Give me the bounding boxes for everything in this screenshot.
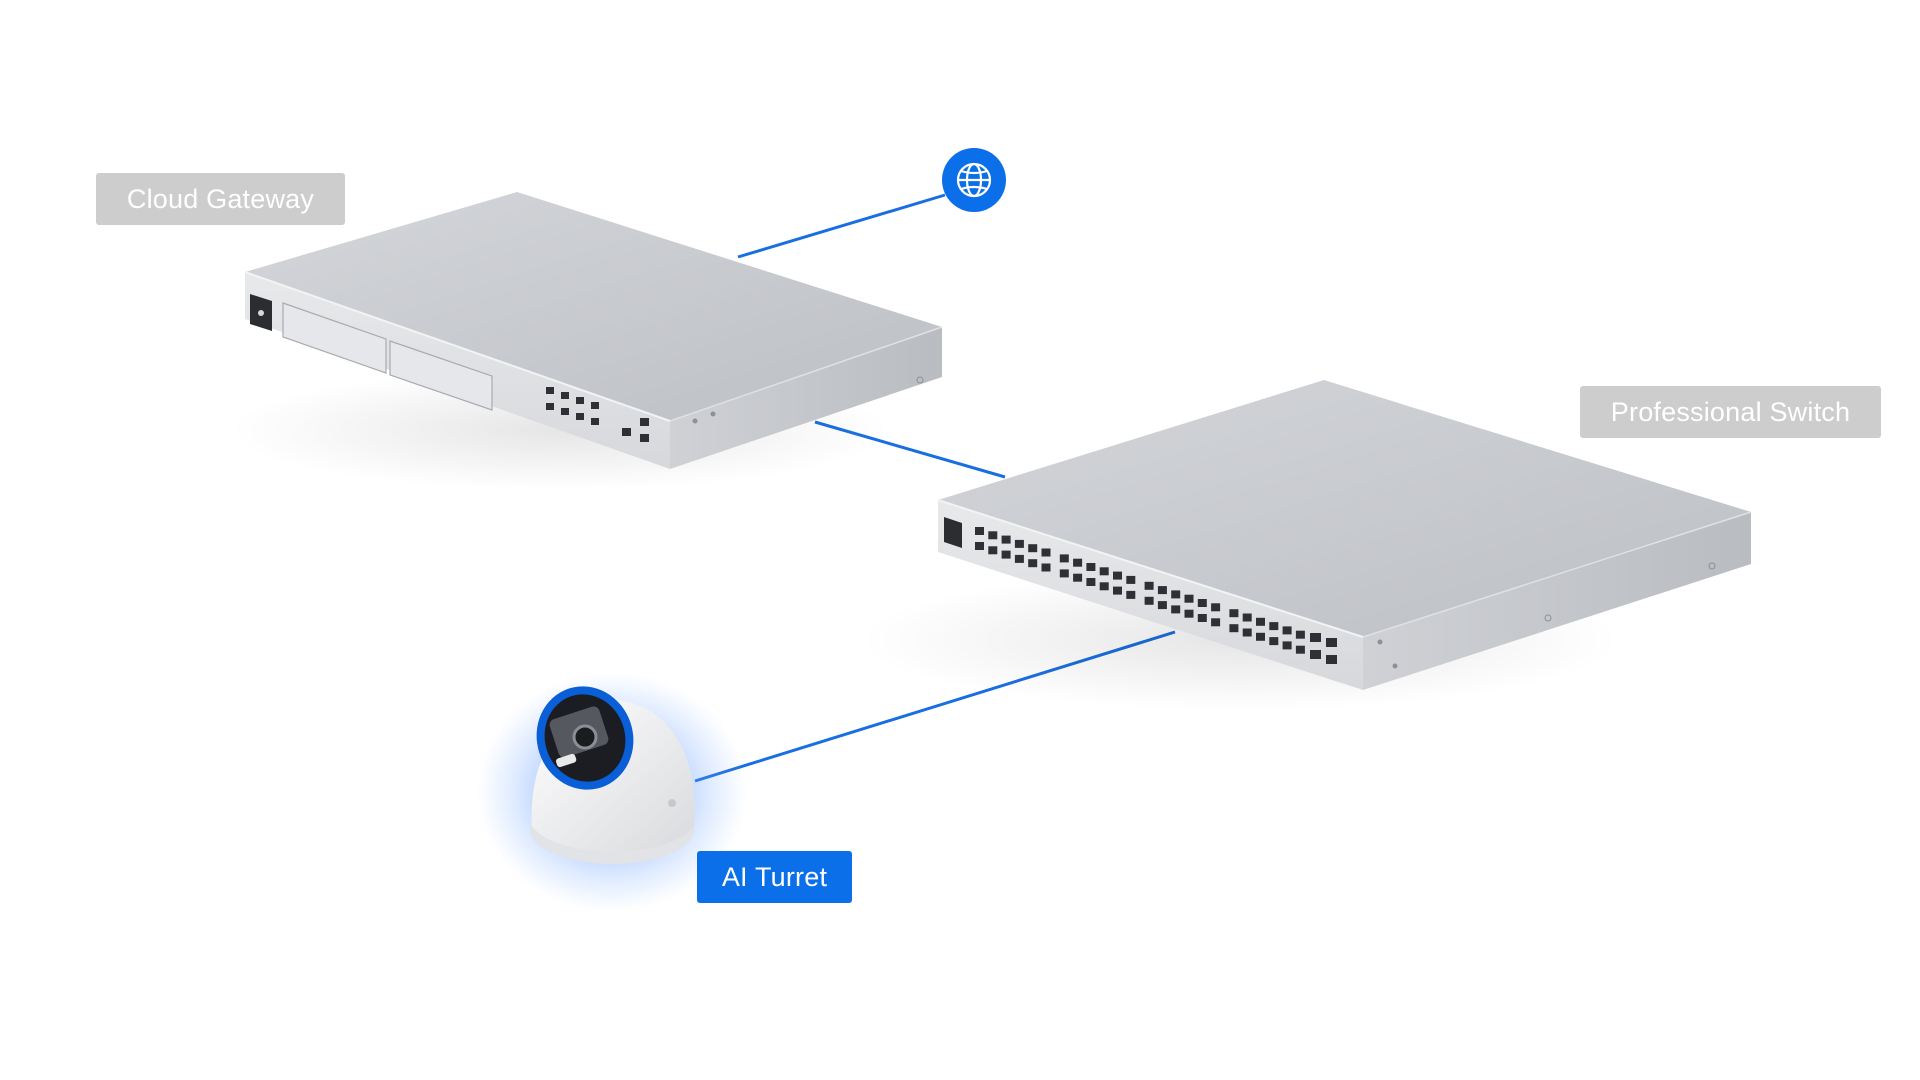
switch-port bbox=[1100, 582, 1109, 590]
switch-port bbox=[1086, 578, 1095, 586]
switch-port bbox=[1243, 629, 1252, 637]
switch-port bbox=[1256, 618, 1265, 626]
switch-port bbox=[1211, 618, 1220, 626]
switch-port bbox=[1060, 569, 1069, 577]
switch-port bbox=[988, 531, 997, 539]
cloud-gateway-label: Cloud Gateway bbox=[96, 173, 345, 225]
switch-port bbox=[1283, 641, 1292, 649]
switch-port bbox=[1158, 586, 1167, 594]
switch-port bbox=[1171, 590, 1180, 598]
switch-port bbox=[1211, 603, 1220, 611]
switch-port bbox=[1042, 549, 1051, 557]
switch-port bbox=[1002, 551, 1011, 559]
switch-port bbox=[1028, 544, 1037, 552]
switch-port bbox=[1185, 610, 1194, 618]
switch-port bbox=[1296, 646, 1305, 654]
switch-port bbox=[1002, 536, 1011, 544]
switch-port bbox=[1243, 614, 1252, 622]
switch-port bbox=[1042, 564, 1051, 572]
switch-port bbox=[1269, 637, 1278, 645]
switch-port bbox=[1229, 609, 1238, 617]
switch-port bbox=[1198, 599, 1207, 607]
switch-port bbox=[1269, 622, 1278, 630]
switch-port bbox=[1100, 567, 1109, 575]
switch-port bbox=[1158, 601, 1167, 609]
switch-port bbox=[1145, 597, 1154, 605]
switch-port bbox=[1256, 633, 1265, 641]
switch-port bbox=[1060, 554, 1069, 562]
switch-port bbox=[1126, 591, 1135, 599]
switch-port bbox=[975, 542, 984, 550]
switch-port bbox=[1028, 559, 1037, 567]
link-internet-gateway bbox=[738, 195, 945, 257]
switch-port bbox=[1229, 624, 1238, 632]
switch-port bbox=[1185, 595, 1194, 603]
switch-port bbox=[1145, 582, 1154, 590]
switch-port bbox=[1171, 605, 1180, 613]
switch-port bbox=[1296, 631, 1305, 639]
ai-turret-label: AI Turret bbox=[697, 851, 852, 903]
switch-port bbox=[1073, 559, 1082, 567]
switch-port bbox=[1015, 555, 1024, 563]
professional-switch-label: Professional Switch bbox=[1580, 386, 1881, 438]
switch-port bbox=[1198, 614, 1207, 622]
switch-port bbox=[1015, 540, 1024, 548]
switch-port bbox=[1283, 626, 1292, 634]
switch-port bbox=[1086, 563, 1095, 571]
switch-port bbox=[1113, 572, 1122, 580]
camera-lens-icon bbox=[574, 726, 596, 748]
internet-node bbox=[942, 148, 1006, 212]
switch-port bbox=[975, 527, 984, 535]
switch-port bbox=[988, 546, 997, 554]
switch-port bbox=[1073, 574, 1082, 582]
cloud-gateway-device bbox=[230, 192, 942, 490]
switch-port bbox=[1113, 587, 1122, 595]
switch-port bbox=[1126, 576, 1135, 584]
